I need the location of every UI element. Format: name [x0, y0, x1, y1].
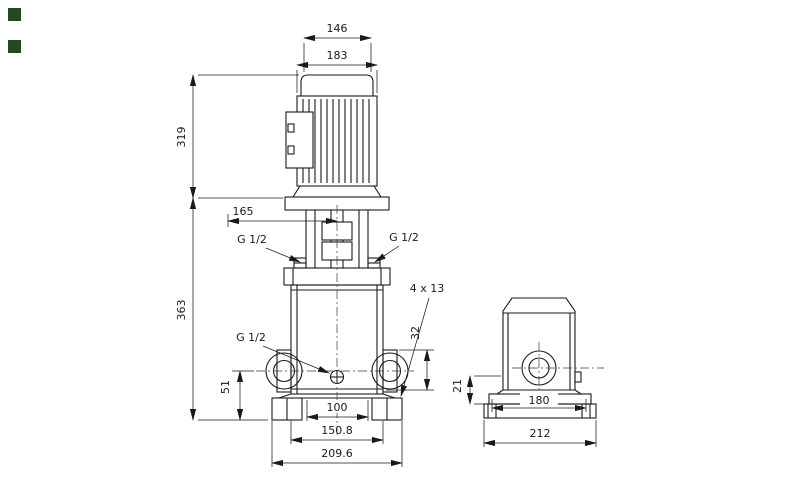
front-view	[265, 74, 409, 421]
centerlines	[256, 205, 604, 438]
dim-pump-height-label: 363	[175, 300, 188, 321]
vent-right-label: G 1/2	[389, 231, 419, 244]
green-marker-bottom	[8, 40, 21, 53]
dim-base-height-side-label: 21	[451, 379, 464, 393]
leader-lines	[262, 245, 430, 397]
drain-label: G 1/2	[236, 331, 266, 344]
dim-motor-height-label: 319	[175, 127, 188, 148]
dimension-labels: 146 183 319 165 363 G 1/2 G 1/2 G 1/2 4 …	[175, 22, 558, 460]
base-holes-label: 4 x 13	[410, 282, 445, 295]
dim-motor-width-label: 183	[327, 49, 348, 62]
dim-flange-spacing-label: 150.8	[321, 424, 353, 437]
dim-head-width-label: 165	[233, 205, 254, 218]
motor-fan-cover	[300, 74, 374, 97]
side-detail	[574, 371, 582, 383]
terminal-box-gland-2	[287, 145, 295, 155]
terminal-box-gland-1	[287, 123, 295, 133]
leader-drain	[262, 345, 330, 374]
terminal-box	[285, 111, 314, 169]
dim-fan-width-label: 146	[327, 22, 348, 35]
green-marker-top	[8, 8, 21, 21]
green-corner-markers	[8, 8, 21, 53]
leader-vent-right	[374, 245, 400, 263]
motor-fins	[302, 99, 370, 183]
vent-left-label: G 1/2	[237, 233, 267, 246]
leader-base-holes	[400, 297, 430, 397]
dim-hole-spacing-front-label: 100	[327, 401, 348, 414]
motor-bell	[291, 185, 383, 198]
dim-base-width-front-label: 209.6	[321, 447, 353, 460]
dim-base-width-side-label: 212	[530, 427, 551, 440]
leader-vent-left	[265, 247, 301, 263]
dim-hole-spacing-side-label: 180	[529, 394, 550, 407]
dimension-lines	[189, 34, 597, 467]
dim-port-height-label: 51	[219, 380, 232, 394]
dim-port-offset-label: 32	[409, 326, 422, 340]
